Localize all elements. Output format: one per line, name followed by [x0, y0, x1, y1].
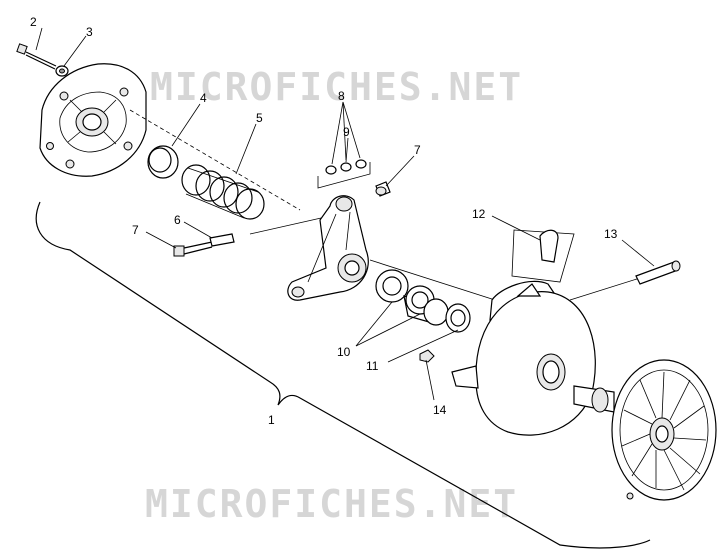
- pin-part-6: [209, 233, 235, 247]
- callout-7-left: 7: [132, 223, 139, 237]
- callout-4: 4: [200, 91, 207, 105]
- callout-6: 6: [174, 213, 181, 227]
- bolt-part-2: [16, 43, 57, 70]
- centerline-lower: [369, 259, 496, 301]
- spider-arm: [287, 195, 369, 301]
- centerline-pin: [569, 277, 641, 301]
- clip-part-12: [511, 229, 575, 283]
- leader-lines: [35, 27, 655, 401]
- callout-2: 2: [30, 15, 37, 29]
- bushing-part-10: [375, 269, 449, 326]
- drive-shaft: [573, 385, 615, 413]
- callout-5: 5: [256, 111, 263, 125]
- callout-1: 1: [268, 413, 275, 427]
- moveable-sheave: [451, 280, 596, 436]
- callout-3: 3: [86, 25, 93, 39]
- hardware-part-8-9: [317, 159, 371, 189]
- pin-part-13: [635, 260, 681, 285]
- callout-13: 13: [604, 227, 618, 241]
- cover-plate: [39, 63, 147, 177]
- callout-14: 14: [433, 403, 447, 417]
- centerline-upper: [129, 109, 301, 211]
- washer-part-11: [445, 303, 471, 333]
- watermark-bottom: MICROFICHES.NET: [145, 482, 518, 526]
- centerline-shaft: [249, 215, 331, 235]
- callout-7-right: 7: [414, 143, 421, 157]
- washer-part-3: [55, 65, 69, 77]
- callout-9: 9: [343, 125, 350, 139]
- callout-8: 8: [338, 89, 345, 103]
- callout-10: 10: [337, 345, 351, 359]
- fixed-sheave: [611, 359, 717, 501]
- bolt-part-7-left: [173, 241, 213, 257]
- callout-12: 12: [472, 207, 486, 221]
- watermark-top: MICROFICHES.NET: [150, 65, 523, 109]
- nut-part-14: [419, 349, 435, 363]
- ring-part-4: [147, 145, 179, 179]
- spring-part-5: [181, 164, 265, 220]
- assembly-bracket: [35, 201, 651, 549]
- callout-11: 11: [366, 359, 379, 373]
